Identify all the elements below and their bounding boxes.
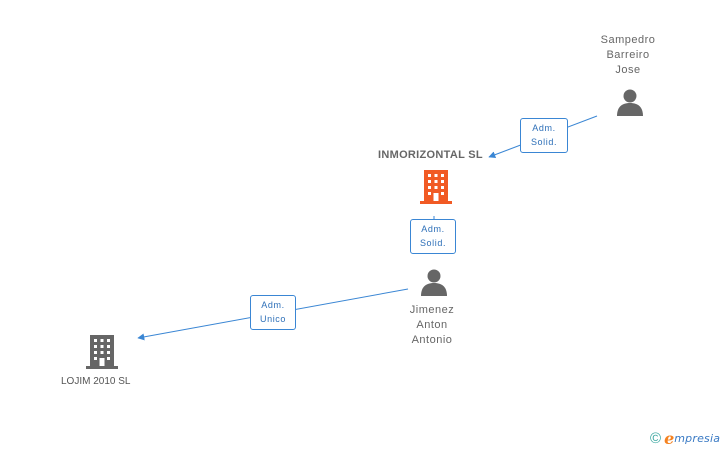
company-lojim-name[interactable]: LOJIM 2010 SL [61,376,131,387]
person-sampedro-name[interactable]: Sampedro Barreiro Jose [578,33,678,78]
building-icon[interactable] [86,335,118,369]
person-sampedro-line-2: Barreiro [606,49,650,61]
person-jimenez-name[interactable]: Jimenez Anton Antonio [382,303,482,348]
person-jimenez-line-3: Antonio [411,334,453,346]
person-icon[interactable] [419,268,449,296]
role-badge-line-1: Adm. [261,300,285,310]
copyright-symbol: © [650,429,662,447]
role-badge-line-2: Solid. [419,238,447,248]
role-badge-jimenez-inmorizontal[interactable]: Adm. Solid. [410,219,456,254]
role-badge-sampedro[interactable]: Adm. Solid. [520,118,568,153]
building-icon[interactable] [420,170,452,204]
brand-name: mpresia [674,431,721,445]
brand-logo-letter: e [664,428,675,448]
brand-watermark: © e mpresia [650,428,720,448]
role-badge-line-2: Unico [259,314,286,324]
person-jimenez-line-2: Anton [416,319,448,331]
person-sampedro-line-1: Sampedro [600,34,656,46]
main-company-name[interactable]: INMORIZONTAL SL [378,149,483,161]
person-jimenez-line-1: Jimenez [409,304,455,316]
person-icon[interactable] [615,88,645,116]
role-badge-line-2: Solid. [530,137,558,147]
role-badge-line-1: Adm. [532,123,556,133]
role-badge-jimenez-lojim[interactable]: Adm. Unico [250,295,296,330]
person-sampedro-line-3: Jose [615,64,641,76]
role-badge-line-1: Adm. [421,224,445,234]
